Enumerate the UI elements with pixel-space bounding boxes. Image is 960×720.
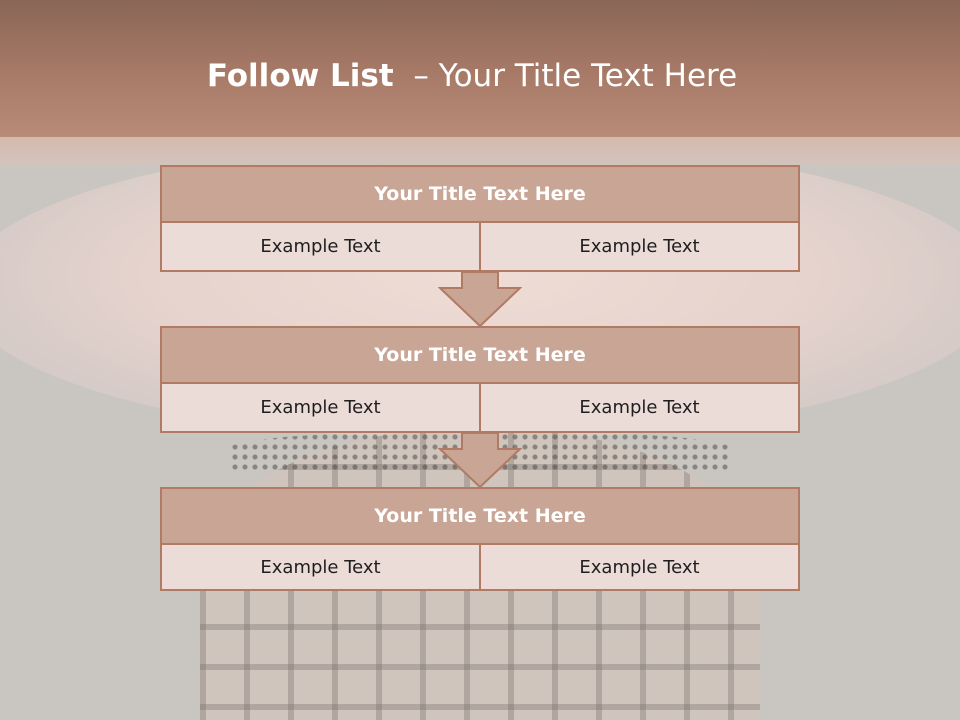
slide-title-rest: – Your Title Text Here [393, 58, 738, 94]
down-arrow-icon [438, 433, 522, 489]
step-title-2: Your Title Text Here [162, 328, 798, 384]
title-banner [0, 0, 960, 137]
step-box-2: Your Title Text Here Example Text Exampl… [160, 326, 800, 433]
step-title-1: Your Title Text Here [162, 167, 798, 223]
title-banner-strip [0, 137, 960, 165]
slide-title: Follow List – Your Title Text Here [0, 54, 944, 98]
step-row-3: Example Text Example Text [162, 545, 798, 589]
step-box-1: Your Title Text Here Example Text Exampl… [160, 165, 800, 272]
step-title-3: Your Title Text Here [162, 489, 798, 545]
step-3-right-text: Example Text [479, 545, 798, 589]
step-1-right-text: Example Text [479, 223, 798, 270]
step-3-left-text: Example Text [162, 545, 479, 589]
step-row-2: Example Text Example Text [162, 384, 798, 431]
step-2-left-text: Example Text [162, 384, 479, 431]
step-row-1: Example Text Example Text [162, 223, 798, 270]
slide-title-bold: Follow List [206, 58, 394, 94]
step-1-left-text: Example Text [162, 223, 479, 270]
down-arrow-icon [438, 272, 522, 328]
step-box-3: Your Title Text Here Example Text Exampl… [160, 487, 800, 591]
step-2-right-text: Example Text [479, 384, 798, 431]
